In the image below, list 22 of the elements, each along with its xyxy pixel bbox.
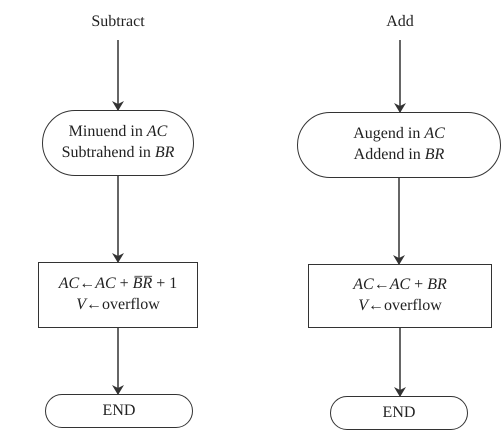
statement-text: AC←AC + B̅R̅ + 1	[58, 274, 178, 294]
statement-text: END	[382, 402, 416, 423]
arrow	[393, 178, 405, 265]
statement-text: END	[102, 400, 136, 421]
arrow	[394, 40, 406, 113]
terminal-box	[45, 394, 193, 428]
statement-text: AC←AC + BR	[353, 275, 447, 296]
arrow	[394, 328, 406, 397]
statement-text: V←overflow	[76, 295, 160, 315]
operation-label: Subtract	[91, 12, 145, 32]
statement-text: Augend in AC	[353, 124, 445, 144]
statement-text: Subtrahend in BR	[62, 143, 174, 163]
operation-label: Add	[386, 12, 414, 32]
terminal-box	[330, 396, 468, 430]
arrow	[112, 328, 124, 395]
arrow	[112, 176, 124, 263]
process-box	[38, 262, 198, 328]
statement-text: Addend in BR	[354, 145, 444, 165]
statement-text: Minuend in AC	[68, 122, 168, 142]
statement-text: V←overflow	[358, 296, 442, 316]
process-box	[308, 264, 492, 328]
arrow	[112, 40, 124, 111]
